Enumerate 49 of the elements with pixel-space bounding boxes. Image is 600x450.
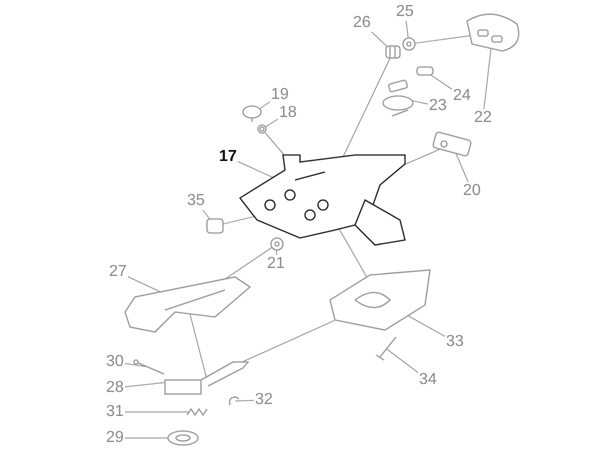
bolt-drawing (133, 359, 164, 375)
leader-line (258, 101, 270, 110)
spring-drawing (186, 408, 208, 416)
seat-cowl-drawing (239, 154, 406, 246)
collar-drawing (206, 218, 224, 234)
leader-line (483, 48, 492, 110)
leader-line (406, 20, 409, 38)
socket-drawing (382, 79, 414, 117)
holder-drawing (167, 430, 199, 446)
callout-number: 26 (352, 14, 372, 32)
leader-line (456, 153, 469, 182)
leader-line (386, 348, 418, 374)
assembly-line (414, 35, 470, 44)
tail-light-drawing (466, 14, 520, 52)
leader-line (408, 315, 446, 337)
assembly-line (222, 216, 256, 225)
nut-drawing (257, 124, 267, 134)
leader-line (124, 362, 146, 367)
assembly-line (264, 132, 285, 156)
plate-drawing (329, 269, 431, 331)
leader-line (202, 210, 210, 220)
bracket-drawing (124, 276, 252, 333)
grommet-drawing (385, 45, 401, 59)
assembly-line (338, 228, 368, 278)
leader-line (237, 161, 274, 178)
leader-line (412, 100, 428, 104)
assembly-line (404, 148, 440, 165)
leader-line (124, 382, 166, 388)
leader-line (234, 400, 254, 402)
callout-number: 35 (186, 192, 206, 210)
leader-line (371, 32, 388, 48)
clip-drawing (228, 396, 240, 406)
callout-number: 19 (270, 86, 290, 104)
callout-number: 25 (395, 3, 415, 21)
leader-line (276, 250, 278, 256)
nut-drawing (402, 37, 416, 51)
leader-line (430, 74, 452, 90)
callout-number: 18 (278, 104, 298, 122)
cap-drawing (242, 105, 262, 122)
screw-drawing (376, 336, 396, 361)
bracket-drawing (164, 361, 250, 395)
nut-drawing (270, 237, 284, 251)
assembly-line (226, 247, 272, 279)
assembly-line (189, 313, 207, 378)
assembly-line (242, 320, 336, 362)
leader-line (127, 276, 161, 292)
bulb-drawing (416, 66, 434, 76)
leader-line (264, 118, 278, 128)
assembly-line (343, 58, 391, 156)
